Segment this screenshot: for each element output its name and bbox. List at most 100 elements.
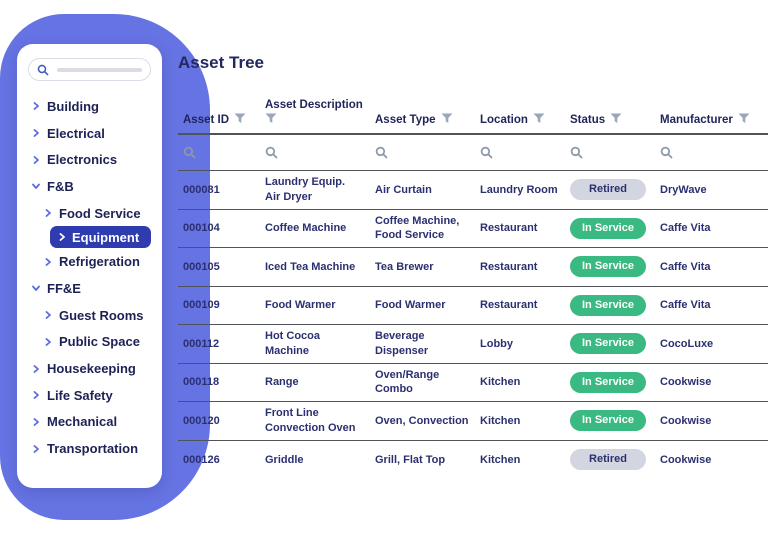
filter-icon[interactable] [738,113,750,124]
column-search-asset-id[interactable] [178,146,265,159]
chevron-right-icon [32,418,40,426]
cell-asset-id: 000104 [183,222,220,235]
sidebar-item-label: Mechanical [47,414,118,430]
chevron-down-icon [32,182,40,190]
cell-asset-description: Range [265,376,299,389]
search-icon [375,146,388,159]
sidebar-item-label: Transportation [47,441,139,457]
cell-asset-description: Laundry Equip. Air Dryer [265,176,346,203]
table-row[interactable]: 000120 Front Line Convection Oven Oven, … [178,402,768,441]
sidebar-item-label: FF&E [47,280,81,296]
cell-status: In Service [570,333,660,355]
cell-asset-type: Air Curtain [375,183,432,196]
chevron-right-icon [32,364,40,373]
status-badge: In Service [570,256,646,278]
assets-table: Asset ID Asset Description Asset Type Lo… [178,88,768,479]
filter-icon[interactable] [533,113,545,124]
search-icon [660,146,673,159]
cell-manufacturer: DryWave [660,183,707,196]
table-row[interactable]: 000118 Range Oven/Range Combo Kitchen In… [178,364,768,402]
sidebar-item-label: F&B [47,178,74,194]
cell-asset-id: 000112 [183,337,220,350]
sidebar-item-housekeeping[interactable]: Housekeeping [17,355,162,382]
asset-category-tree: Building Electrical Electronics F&B Food… [17,93,162,462]
sidebar-item-f-b[interactable]: F&B [17,173,162,200]
table-row[interactable]: 000109 Food Warmer Food Warmer Restauran… [178,287,768,325]
sidebar-item-label: Guest Rooms [59,307,144,323]
column-header-asset-id: Asset ID [178,113,265,127]
cell-location: Laundry Room [480,183,558,196]
table-row[interactable]: 000081 Laundry Equip. Air Dryer Air Curt… [178,171,768,210]
chevron-right-icon [32,129,40,137]
column-header-label: Status [570,113,606,126]
table-row[interactable]: 000126 Griddle Grill, Flat Top Kitchen R… [178,441,768,480]
search-icon [183,146,196,159]
cell-location: Restaurant [480,299,538,312]
sidebar-item-label: Refrigeration [59,254,140,270]
cell-asset-description: Food Warmer [265,299,336,312]
cell-location: Kitchen [480,414,521,427]
chevron-right-icon [44,209,52,217]
sidebar-item-building[interactable]: Building [17,93,162,120]
column-header-label: Manufacturer [660,113,733,126]
cell-location: Restaurant [480,260,538,273]
cell-asset-id: 000105 [183,260,220,273]
column-header-asset-type: Asset Type [375,113,480,127]
column-header-label: Asset Type [375,113,436,126]
sidebar-item-equipment[interactable]: Equipment [50,226,152,249]
sidebar-item-guest-rooms[interactable]: Guest Rooms [17,302,162,329]
cell-asset-id: 000118 [183,376,220,389]
sidebar-item-refrigeration[interactable]: Refrigeration [17,248,162,275]
table-search-row [178,133,768,171]
chevron-right-icon [32,444,40,453]
filter-icon[interactable] [610,113,622,124]
chevron-right-icon [44,337,52,346]
sidebar-item-electronics[interactable]: Electronics [17,146,162,173]
table-row[interactable]: 000112 Hot Cocoa Machine Beverage Dispen… [178,325,768,364]
table-row[interactable]: 000105 Iced Tea Machine Tea Brewer Resta… [178,248,768,287]
chevron-right-icon [32,155,40,164]
sidebar-item-label: Building [47,98,99,114]
filter-icon[interactable] [234,113,246,124]
sidebar-search-input[interactable] [28,58,151,81]
cell-status: In Service [570,410,660,432]
status-badge: In Service [570,371,646,393]
cell-asset-type: Beverage Dispenser [375,330,429,357]
search-icon [480,146,493,159]
cell-manufacturer: Caffe Vita [660,222,711,235]
status-badge: In Service [570,410,646,432]
column-search-status[interactable] [570,146,660,159]
cell-status: Retired [570,179,660,201]
chevron-right-icon [32,102,40,111]
filter-icon[interactable] [265,113,277,124]
column-search-location[interactable] [480,146,570,159]
sidebar-item-label: Public Space [59,334,140,350]
filter-icon[interactable] [441,113,453,124]
cell-asset-type: Tea Brewer [375,260,434,273]
sidebar-item-food-service[interactable]: Food Service [17,200,162,227]
cell-asset-type: Grill, Flat Top [375,453,446,466]
cell-status: In Service [570,294,660,316]
sidebar-item-mechanical[interactable]: Mechanical [17,409,162,436]
chevron-right-icon [44,257,52,266]
cell-manufacturer: Caffe Vita [660,260,711,273]
sidebar-item-public-space[interactable]: Public Space [17,329,162,356]
sidebar-item-ff-e[interactable]: FF&E [17,275,162,302]
cell-asset-description: Coffee Machine [265,222,347,235]
sidebar-item-life-safety[interactable]: Life Safety [17,382,162,409]
cell-location: Kitchen [480,453,521,466]
cell-asset-type: Food Warmer [375,299,446,312]
table-row[interactable]: 000104 Coffee Machine Coffee Machine, Fo… [178,210,768,248]
column-search-manufacturer[interactable] [660,146,768,159]
search-icon [570,146,583,159]
cell-asset-type: Oven, Convection [375,414,469,427]
sidebar-item-electrical[interactable]: Electrical [17,120,162,147]
status-badge: In Service [570,217,646,239]
chevron-right-icon [32,391,40,400]
column-search-asset-description[interactable] [265,146,375,159]
cell-asset-id: 000120 [183,414,220,427]
sidebar-item-label: Food Service [59,205,141,221]
column-search-asset-type[interactable] [375,146,480,159]
sidebar-item-transportation[interactable]: Transportation [17,435,162,462]
table-header-row: Asset ID Asset Description Asset Type Lo… [178,88,768,133]
